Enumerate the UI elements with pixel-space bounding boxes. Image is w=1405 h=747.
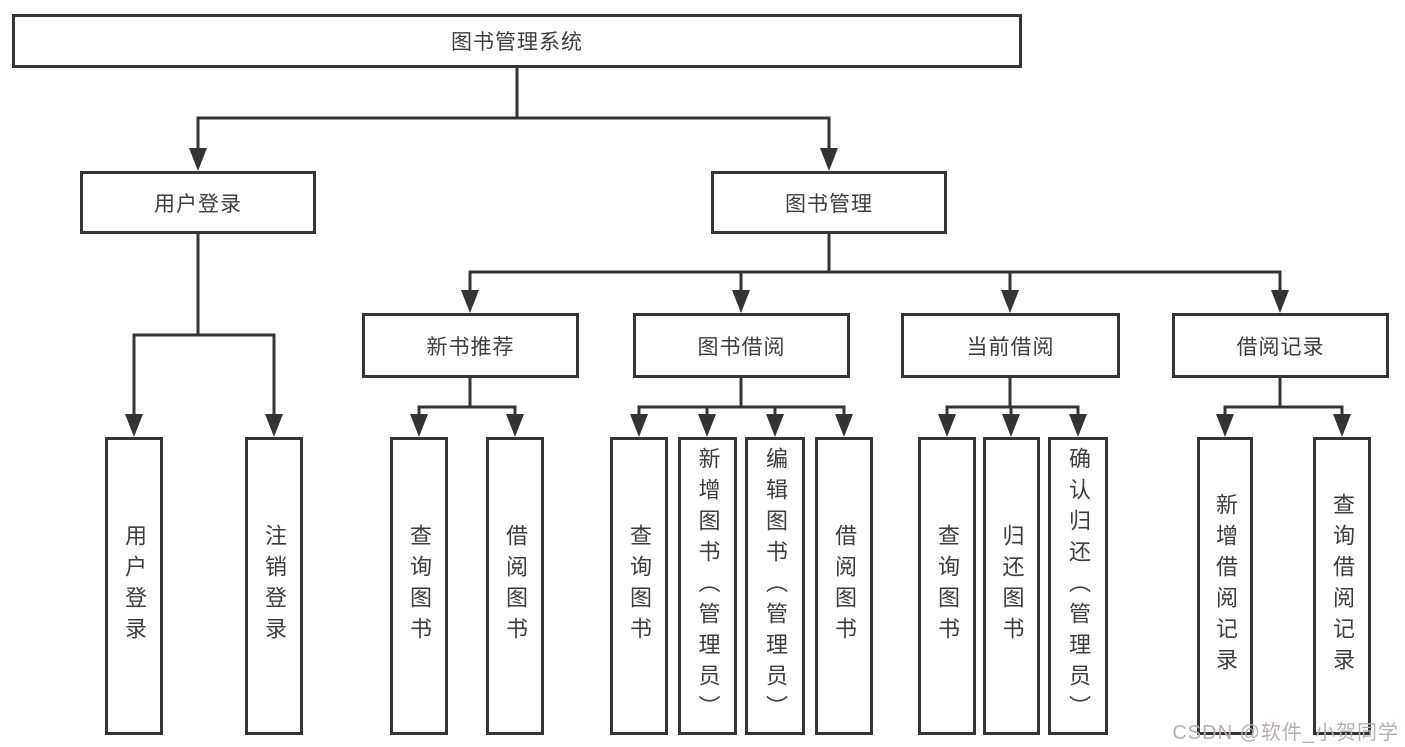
node-label: 图书借阅 [697,335,786,359]
leaf-add-borrow-record: 新增借阅记录 [1197,437,1253,735]
node-label: 借阅记录 [1236,335,1325,359]
leaf-return-books: 归还图书 [983,437,1040,735]
node-label: 新增图书（管理员） [695,446,721,726]
node-label: 用户登录 [122,524,147,648]
node-label: 查询图书 [627,524,652,648]
node-label: 查询借阅记录 [1330,493,1355,679]
node-label: 查询图书 [935,524,960,648]
leaf-logout: 注销登录 [245,437,303,735]
node-new-book-recommendation: 新书推荐 [362,313,579,378]
node-label: 图书管理系统 [451,31,583,54]
node-label: 图书管理 [785,192,873,216]
leaf-user-login: 用户登录 [105,437,163,735]
leaf-borrow-books: 借阅图书 [815,437,873,735]
leaf-query-books-recommend: 查询图书 [390,437,448,735]
node-label: 编辑图书（管理员） [763,446,788,726]
leaf-confirm-return-admin: 确认归还（管理员） [1048,437,1108,735]
node-book-management-branch: 图书管理 [711,171,947,234]
node-label: 查询图书 [407,524,432,648]
node-label: 归还图书 [999,524,1025,648]
node-label: 当前借阅 [966,335,1055,359]
node-current-borrowing: 当前借阅 [901,313,1120,378]
leaf-query-borrow-record: 查询借阅记录 [1313,437,1371,735]
node-label: 新增借阅记录 [1213,493,1238,679]
node-label: 新书推荐 [426,335,515,359]
node-label: 借阅图书 [503,524,528,648]
leaf-query-books-current: 查询图书 [918,437,976,735]
leaf-add-books-admin: 新增图书（管理员） [678,437,737,735]
node-label: 借阅图书 [832,524,857,648]
node-library-management-system: 图书管理系统 [12,14,1022,68]
watermark: CSDN @软件_小贺同学 [1172,722,1399,744]
leaf-query-books-borrowing: 查询图书 [610,437,668,735]
node-borrowing-records: 借阅记录 [1172,313,1389,378]
node-label: 注销登录 [262,524,287,648]
node-label: 用户登录 [154,192,242,216]
node-book-borrowing: 图书借阅 [633,313,850,378]
leaf-borrow-books-recommend: 借阅图书 [486,437,544,735]
node-label: 确认归还（管理员） [1066,446,1091,726]
node-user-login-branch: 用户登录 [80,171,316,234]
leaf-edit-books-admin: 编辑图书（管理员） [745,437,805,735]
